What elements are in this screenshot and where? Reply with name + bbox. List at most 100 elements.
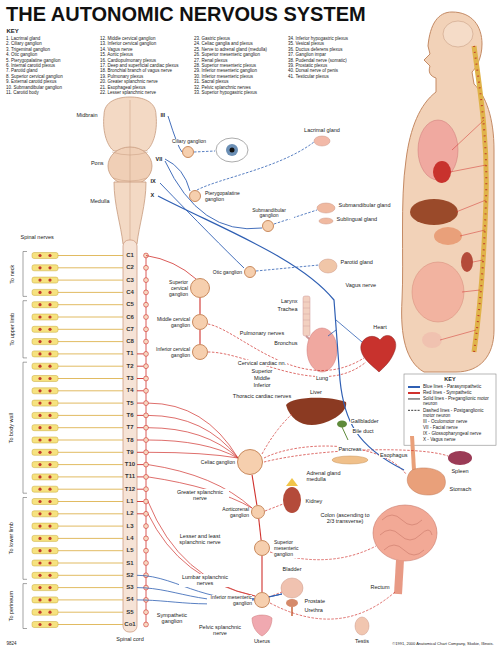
part-label: Cervical cardiac nn. (237, 360, 286, 366)
part-label: Liver (310, 389, 323, 395)
ganglion-circle: Inferior cervical ganglion (192, 344, 208, 360)
nerve-dot (48, 352, 51, 355)
nerve-dot (48, 438, 51, 441)
part-label: Spleen (451, 468, 469, 474)
nerve-dot (48, 488, 51, 491)
white-ramus (137, 513, 144, 514)
chain-ganglion (144, 610, 149, 615)
nerve-target-bar (32, 425, 58, 431)
spinal-nerve-line (58, 267, 123, 268)
spinal-nerve-line (58, 366, 123, 367)
greater-splanchnic-line (148, 415, 238, 458)
chain-ganglion (144, 499, 149, 504)
part-label: Testis (354, 638, 369, 644)
legend-text: X - Vagus nerve (423, 437, 494, 442)
spinal-nerve-line (58, 575, 123, 576)
nerve-dot (48, 328, 51, 331)
nerve-target-bar (32, 376, 58, 382)
nerve-dot (38, 279, 41, 282)
nerve-dot (38, 549, 41, 552)
legend-text: IX - Glossopharyngeal nerve (423, 431, 494, 436)
nerve-target-bar (32, 314, 58, 320)
key-item: 28. Superior mesenteric plexus (194, 63, 256, 68)
nerve-dot (48, 574, 51, 577)
oculomotor-line (168, 116, 182, 152)
nerve-dot (48, 426, 51, 429)
key-item: 11. Carotid body (6, 90, 39, 95)
legend-text: III - Oculomotor nerve (423, 419, 494, 424)
key-item: 31. Sacral plexus (194, 79, 229, 84)
nerve-target-bar (32, 462, 58, 468)
lumbar-splanchnic-line (148, 514, 255, 596)
spinal-cord (123, 240, 137, 632)
spinal-nerve-line (58, 304, 123, 305)
chain-ganglion (144, 327, 149, 332)
nerve-dot (48, 254, 51, 257)
nerve-target-bar (32, 474, 58, 480)
legend-text: Blue lines - Parasympathetic (423, 384, 494, 389)
key-item: 4. Otic ganglion (6, 52, 37, 57)
nerve-target-bar (32, 351, 58, 357)
legend-swatch (408, 386, 420, 388)
nerve-target-bar (32, 400, 58, 406)
nerve-dot (48, 623, 51, 626)
segment-label: C1 (126, 252, 134, 259)
chain-ganglion (144, 475, 149, 480)
part-label: Pulmonary nerves (239, 330, 284, 336)
part-label: Urethra (304, 607, 323, 613)
nerve-dot (38, 574, 41, 577)
part-label: Pons (90, 160, 104, 166)
legend-box (404, 374, 496, 445)
airway (303, 296, 310, 336)
key-item: 3. Trigeminal ganglion (6, 47, 50, 52)
intestines (373, 505, 437, 561)
segment-label: T9 (126, 449, 133, 456)
body-figure (410, 199, 458, 225)
part-label: Sympathetic ganglion (150, 612, 195, 625)
chain-ganglion (144, 450, 149, 455)
key-item: 35. Vesical plexus (288, 41, 324, 46)
segment-label: S1 (126, 560, 133, 567)
chain-ganglion (144, 376, 149, 381)
stomach (407, 468, 445, 495)
chain-ganglion (144, 401, 149, 406)
ganglion-circle: Pterygopalatine ganglion (189, 190, 201, 202)
body-figure (474, 46, 486, 352)
key-item: 41. Testicular plexus (288, 74, 329, 79)
white-ramus (137, 403, 144, 404)
part-label: Lung (315, 375, 328, 381)
segment-label: T4 (126, 387, 133, 394)
segment-label: S5 (126, 609, 133, 616)
nerve-dot (48, 463, 51, 466)
nerve-dot (48, 525, 51, 528)
chain-ganglion (144, 548, 149, 553)
nerve-dot (38, 525, 41, 528)
region-bracket (23, 498, 27, 580)
segment-label: Co1 (124, 621, 135, 628)
nerve-target-bar (32, 449, 58, 455)
eye (226, 144, 238, 156)
nerve-dot (38, 451, 41, 454)
chart-title: THE AUTONOMIC NERVOUS SYSTEM (6, 3, 366, 26)
footer-note: 9824 (6, 641, 17, 646)
nerve-dot (48, 561, 51, 564)
ganglion-circle: Superior mesenteric ganglion (254, 540, 270, 556)
ganglion-label: Aorticorenal ganglion (209, 507, 249, 519)
lacrimal-gland (314, 136, 330, 146)
nerve-target-bar (32, 289, 58, 295)
ganglion-circle: Inferior mesenteric ganglion (254, 592, 270, 608)
ganglion-label: Inferior cervical ganglion (156, 347, 190, 359)
key-item: 27. Renal plexus (194, 58, 228, 63)
cardiac-nerve-line (208, 352, 366, 377)
nerve-dot (48, 598, 51, 601)
key-heading: KEY (6, 28, 19, 35)
key-item: 8. Superior cervical ganglion (6, 74, 63, 79)
key-item: 7. Parotid gland (6, 68, 38, 73)
segment-label: C8 (126, 338, 134, 345)
spinal-nerve-line (58, 476, 123, 477)
body-figure (474, 46, 486, 352)
lumbar-splanchnic-line (148, 502, 255, 597)
part-label: Heart (373, 324, 387, 330)
